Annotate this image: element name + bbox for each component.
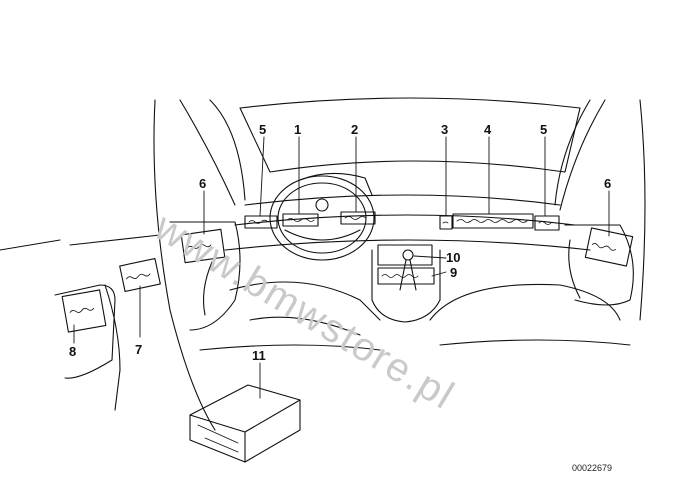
- part-number: 00022679: [572, 463, 613, 473]
- b-pillar: [104, 284, 121, 411]
- trim-strip-8: [61, 289, 107, 333]
- floor-line-right: [439, 339, 631, 346]
- box-top: [189, 384, 301, 433]
- callout-1: 1: [294, 122, 302, 137]
- left-pillar-edge: [209, 99, 246, 201]
- gear-knob: [402, 249, 414, 261]
- trim-6-left-texture: [186, 244, 212, 249]
- right-door-panel: [564, 224, 634, 306]
- dashboard-trim-line: [234, 214, 576, 226]
- right-seat: [429, 283, 621, 321]
- trim-strip-5-right: [534, 215, 560, 231]
- callout-6-left: 6: [199, 176, 207, 191]
- trim-strip-9: [377, 267, 435, 285]
- instrument-hood: [299, 172, 373, 196]
- trim-strip-6-right: [584, 227, 634, 267]
- trim-8-texture: [69, 307, 95, 313]
- leader-9: [431, 271, 447, 277]
- left-a-pillar: [153, 99, 216, 431]
- dashboard-lower-line: [224, 239, 591, 251]
- callout-2: 2: [351, 122, 359, 137]
- steering-spoke: [284, 229, 361, 241]
- left-door-panel: [169, 221, 241, 331]
- trim-strip-5-left: [244, 215, 278, 229]
- gear-boot: [399, 259, 417, 291]
- leader-5-left: [259, 136, 265, 217]
- rear-sill-line: [69, 234, 161, 246]
- trim-strip-4: [452, 213, 534, 229]
- trim-strip-1: [282, 213, 319, 227]
- trim-7-texture: [126, 273, 151, 280]
- box-right-face: [244, 399, 301, 463]
- right-door-handle: [568, 239, 581, 299]
- callout-8: 8: [69, 344, 77, 359]
- callout-5-right: 5: [540, 122, 548, 137]
- trim-strip-3: [439, 215, 453, 230]
- windshield-outline: [239, 97, 581, 173]
- callout-5-left: 5: [259, 122, 267, 137]
- callout-4: 4: [484, 122, 492, 137]
- box-left-face: [189, 414, 246, 463]
- right-pillar-edge: [554, 99, 591, 206]
- leader-lines: [73, 136, 610, 399]
- rear-door-top: [0, 239, 61, 251]
- right-a-pillar: [639, 99, 646, 321]
- callout-11: 11: [252, 348, 266, 363]
- left-seat-base: [249, 316, 361, 336]
- left-a-pillar-inner: [179, 99, 236, 206]
- callout-10: 10: [446, 250, 461, 265]
- right-a-pillar-inner: [559, 99, 606, 211]
- callout-7: 7: [135, 342, 143, 357]
- box-flap-lines: [197, 424, 239, 453]
- left-door-handle: [203, 261, 213, 316]
- trim-texture: [248, 216, 552, 225]
- callout-3: 3: [441, 122, 449, 137]
- leader-10: [413, 255, 447, 259]
- steering-hub: [315, 198, 329, 212]
- floor-line-left: [199, 344, 381, 351]
- trim-9-texture: [381, 274, 419, 278]
- left-seat: [229, 281, 381, 321]
- trim-strip-7: [119, 257, 161, 293]
- trim-strip-2: [340, 211, 376, 225]
- trim-6-right-texture: [591, 243, 617, 251]
- rear-door-panel: [54, 284, 116, 379]
- dashboard-top: [244, 194, 561, 206]
- steering-wheel: [269, 175, 375, 261]
- trim-strip-6-left: [180, 228, 226, 264]
- center-console: [371, 249, 441, 323]
- console-panel: [377, 244, 433, 266]
- callout-9: 9: [450, 265, 458, 280]
- callout-6-right: 6: [604, 176, 612, 191]
